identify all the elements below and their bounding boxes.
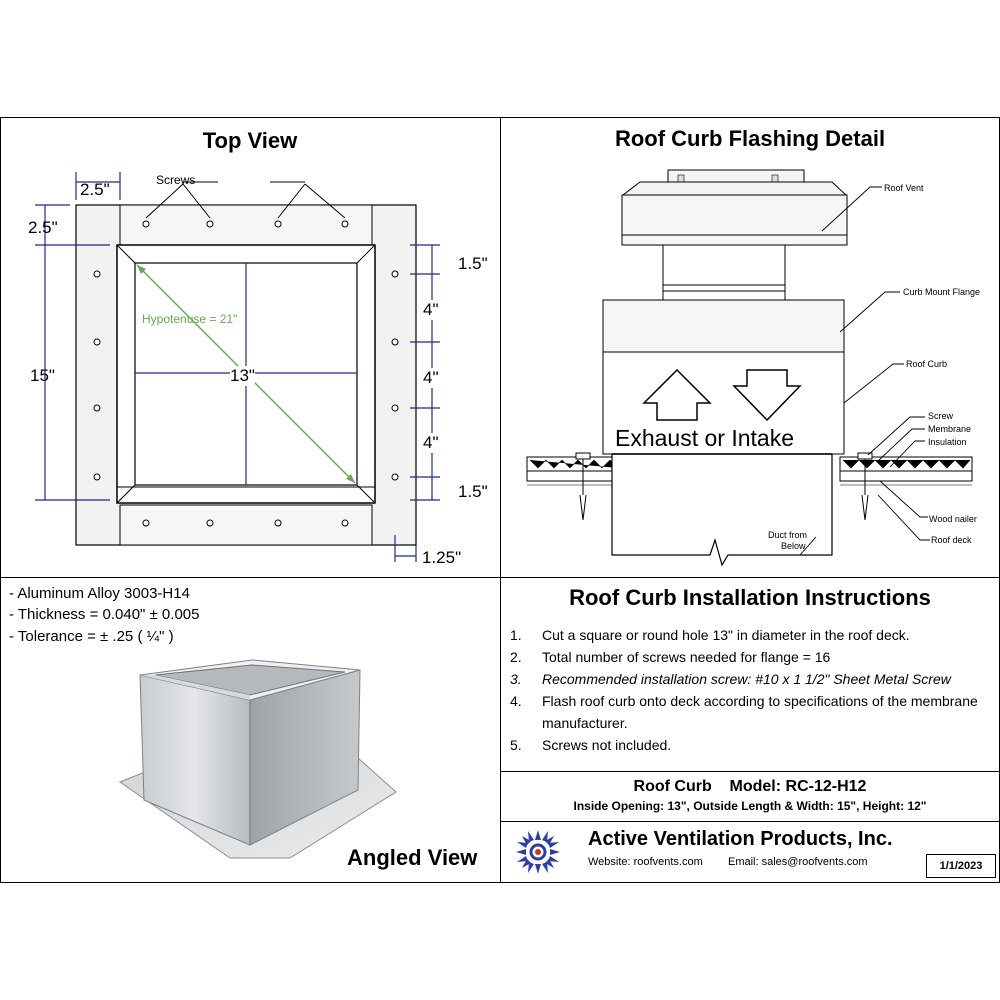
angled-view-label: Angled View: [347, 845, 478, 870]
instruction-text: Screws not included.: [542, 737, 672, 753]
instruction-number: 1.: [510, 627, 522, 643]
model-divider: [500, 771, 1000, 772]
instruction-text: Total number of screws needed for flange…: [542, 649, 831, 665]
dim-top-offset: 1.5": [458, 254, 488, 273]
dim-flange-width: 2.5": [80, 180, 110, 199]
screw-holes: [93, 220, 399, 527]
center-divider: [500, 117, 501, 883]
company-logo: [516, 830, 560, 874]
instruction-text: Cut a square or round hole 13" in diamet…: [542, 627, 910, 643]
dim-hypotenuse: Hypotenuse = 21": [142, 312, 238, 326]
model-title: Roof Curb Model: RC-12-H12: [633, 778, 867, 795]
spec-thickness: - Thickness = 0.040" ± 0.005: [9, 606, 200, 623]
drawing-date: 1/1/2023: [939, 860, 983, 872]
company-divider: [500, 821, 1000, 822]
instruction-number: 2.: [510, 649, 522, 665]
callout-duct-line2: Below: [781, 541, 806, 551]
top-view-title: Top View: [202, 128, 298, 153]
company-name: Active Ventilation Products, Inc.: [588, 828, 893, 850]
dim-edge: 1.25": [422, 548, 462, 567]
roof-vent-body: [621, 194, 848, 246]
middle-divider: [0, 577, 1000, 578]
instruction-number: 4.: [510, 693, 522, 709]
callout-curb-mount-flange: Curb Mount Flange: [903, 287, 981, 297]
callout-roof-vent: Roof Vent: [884, 183, 924, 193]
instruction-item: 1. Cut a square or round hole 13" in diam…: [510, 624, 990, 646]
instruction-item: 4. Flash roof curb onto deck according to…: [510, 690, 990, 734]
callout-roof-deck: Roof deck: [931, 535, 972, 545]
dim-bottom-offset: 1.5": [458, 482, 488, 501]
instruction-number: 3.: [510, 671, 522, 687]
callout-duct-line1: Duct from: [768, 530, 808, 540]
dim-outside: 15": [30, 366, 55, 385]
model-dimensions: Inside Opening: 13", Outside Length & Wi…: [573, 799, 927, 813]
curb-mount-flange: [602, 299, 845, 353]
instructions-list: 1. Cut a square or round hole 13" in diam…: [510, 624, 990, 756]
duct-from-below: [611, 453, 833, 567]
dim-flange-height: 2.5": [28, 218, 58, 237]
spec-material: - Aluminum Alloy 3003-H14: [9, 585, 190, 602]
callout-wood-nailer: Wood nailer: [929, 514, 977, 524]
callout-screw: Screw: [928, 411, 954, 421]
instruction-text: Flash roof curb onto deck according to s…: [542, 693, 978, 731]
screws-label: Screws: [156, 173, 196, 187]
dim-spacing-2: 4": [423, 368, 439, 388]
date-box: 1/1/2023: [926, 854, 996, 878]
angled-view-illustration: [118, 659, 397, 859]
instruction-text: Recommended installation screw: #10 x 1 …: [542, 671, 951, 687]
callout-insulation: Insulation: [928, 437, 967, 447]
callout-roof-curb: Roof Curb: [906, 359, 948, 369]
company-email[interactable]: Email: sales@roofvents.com: [728, 856, 868, 868]
flashing-detail-drawing: [526, 169, 973, 567]
callout-membrane: Membrane: [928, 424, 972, 434]
instruction-number: 5.: [510, 737, 522, 753]
instructions-title: Roof Curb Installation Instructions: [569, 585, 931, 610]
company-website[interactable]: Website: roofvents.com: [588, 856, 703, 868]
top-view-drawing: [35, 172, 440, 562]
spec-tolerance: - Tolerance = ± .25 ( ¼" ): [9, 628, 174, 645]
instruction-item: 3. Recommended installation screw: #10 x …: [510, 668, 990, 690]
instruction-item: 5. Screws not included.: [510, 734, 990, 756]
dim-inside: 13": [230, 366, 255, 386]
exhaust-intake-label: Exhaust or Intake: [615, 425, 794, 451]
flashing-detail-title: Roof Curb Flashing Detail: [614, 126, 886, 151]
instruction-item: 2. Total number of screws needed for flan…: [510, 646, 990, 668]
dim-spacing-3: 4": [423, 433, 439, 453]
dim-spacing-1: 4": [423, 300, 439, 320]
